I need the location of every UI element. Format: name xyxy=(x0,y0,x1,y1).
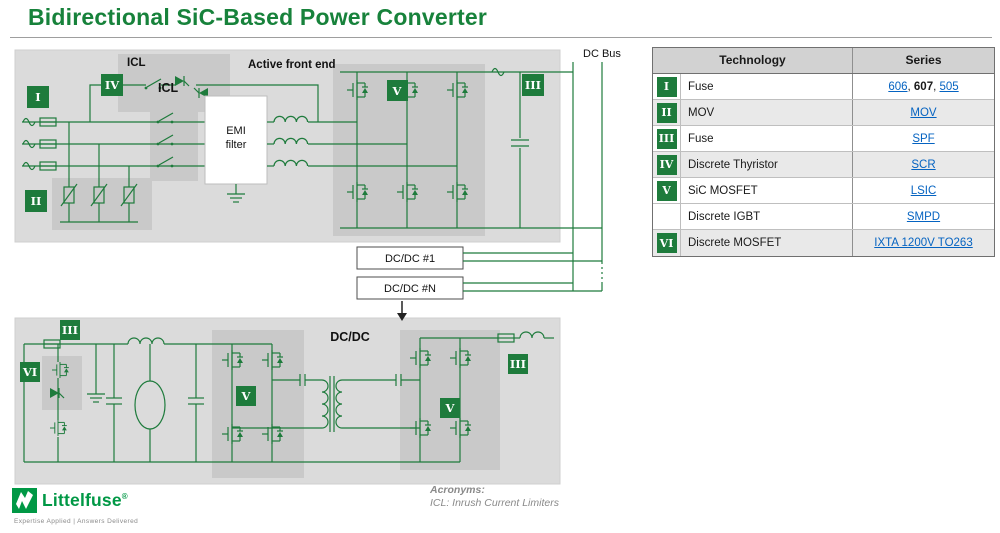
svg-text:III: III xyxy=(525,78,541,92)
dc-bus: DC Bus xyxy=(572,48,621,291)
active-front-end-label: Active front end xyxy=(248,59,336,71)
badge-iii-afe: III xyxy=(522,74,544,96)
table-row: VI Discrete MOSFET IXTA 1200V TO263 xyxy=(653,230,994,256)
icl-thyristor-branch xyxy=(89,75,319,122)
svg-text:III: III xyxy=(510,357,526,371)
table-row: V SiC MOSFET LSIC xyxy=(653,178,994,204)
series-cell: SCR xyxy=(853,152,994,177)
series-cell: SMPD xyxy=(853,204,994,229)
emi-filter-block: EMI filter xyxy=(204,95,268,203)
badge-v-primary: V xyxy=(236,386,256,406)
technology-cell: Discrete MOSFET xyxy=(681,230,853,256)
series-link[interactable]: LSIC xyxy=(910,184,937,197)
technology-cell: Fuse xyxy=(681,74,853,99)
icl-switch-box xyxy=(150,95,198,181)
badge-v-secondary: V xyxy=(440,398,460,418)
series-link[interactable]: 505 xyxy=(939,80,959,93)
badge-i: I xyxy=(27,86,49,108)
acronyms-text: ICL: Inrush Current Limiters xyxy=(430,497,559,510)
badge-ii: II xyxy=(25,190,47,212)
svg-text:V: V xyxy=(392,84,403,98)
svg-text:IV: IV xyxy=(105,78,120,92)
series-text: 607 xyxy=(913,80,934,93)
series-cell: MOV xyxy=(853,100,994,125)
technology-cell: Discrete IGBT xyxy=(681,204,853,229)
tagline: Expertise Applied | Answers Delivered xyxy=(14,518,139,525)
technology-cell: Fuse xyxy=(681,126,853,151)
row-badge: VI xyxy=(656,233,677,253)
dcdc-output-section xyxy=(460,331,554,343)
badge-v-afe: V xyxy=(387,80,408,101)
series-link[interactable]: SCR xyxy=(911,158,936,171)
series-cell: 606, 607, 505 xyxy=(853,74,994,99)
mov-branch xyxy=(60,122,138,223)
series-link[interactable]: 606 xyxy=(888,80,908,93)
series-link[interactable]: IXTA 1200V TO263 xyxy=(874,237,973,249)
series-cell: LSIC xyxy=(853,178,994,203)
title-divider xyxy=(10,37,992,38)
svg-text:I: I xyxy=(35,90,40,104)
transformer xyxy=(232,374,420,432)
registered-mark: ® xyxy=(121,492,128,502)
svg-text:V: V xyxy=(241,389,252,403)
technology-cell: MOV xyxy=(681,100,853,125)
littelfuse-logo: Littelfuse® xyxy=(12,488,128,513)
emi-filter-label-line2: filter xyxy=(226,139,247,151)
svg-text:III: III xyxy=(62,323,78,337)
primary-bridge xyxy=(221,344,284,462)
series-link[interactable]: MOV xyxy=(910,106,937,119)
dc-bus-label: DC Bus xyxy=(583,48,621,60)
afe-bridge-box xyxy=(333,64,485,236)
dcdc-1-label: DC/DC #1 xyxy=(385,253,435,265)
series-cell: IXTA 1200V TO263 xyxy=(853,230,994,256)
column-header-technology: Technology xyxy=(653,48,853,73)
row-badge: V xyxy=(656,180,677,201)
three-phase-input xyxy=(22,117,207,171)
primary-bridge-box xyxy=(212,330,304,478)
row-badge: III xyxy=(656,128,677,149)
table-row: Discrete IGBT SMPD xyxy=(653,204,994,230)
technology-cell: SiC MOSFET xyxy=(681,178,853,203)
badge-iii-dcdc-right: III xyxy=(508,354,528,374)
technology-table: Technology Series I Fuse 606, 607, 505 I… xyxy=(652,47,995,257)
svg-text:II: II xyxy=(31,194,42,208)
dcdc-section-title: DC/DC xyxy=(330,330,370,344)
row-badge: I xyxy=(656,76,677,97)
row-badge: IV xyxy=(656,154,677,175)
svg-text:VI: VI xyxy=(22,365,37,379)
dcdc-n-label: DC/DC #N xyxy=(384,283,436,295)
littelfuse-logo-icon xyxy=(12,488,37,513)
table-row: II MOV MOV xyxy=(653,100,994,126)
badge-iv: IV xyxy=(101,74,123,96)
technology-cell: Discrete Thyristor xyxy=(681,152,853,177)
page-title: Bidirectional SiC-Based Power Converter xyxy=(28,4,487,30)
series-separator: , xyxy=(933,80,940,93)
series-link[interactable]: SPF xyxy=(912,132,935,145)
icl-label-top: ICL xyxy=(127,57,146,69)
table-row: III Fuse SPF xyxy=(653,126,994,152)
dc-link-capacitor xyxy=(491,67,529,228)
column-header-series: Series xyxy=(905,53,942,67)
table-row: IV Discrete Thyristor SCR xyxy=(653,152,994,178)
logo-wordmark: Littelfuse® xyxy=(42,490,128,510)
acronyms-label: Acronyms: xyxy=(430,484,485,496)
discrete-mosfet-box xyxy=(42,356,82,410)
acronyms-note: Acronyms: ICL: Inrush Current Limiters xyxy=(430,484,559,510)
dcdc-n-box: DC/DC #N xyxy=(356,276,602,300)
series-separator: , xyxy=(907,80,914,93)
series-cell: SPF xyxy=(853,126,994,151)
table-row: I Fuse 606, 607, 505 xyxy=(653,74,994,100)
svg-text:V: V xyxy=(445,401,456,415)
table-header: Technology Series xyxy=(653,48,994,74)
row-badge: II xyxy=(656,102,677,123)
series-link[interactable]: SMPD xyxy=(906,210,941,223)
badge-iii-dcdc-left: III xyxy=(60,320,80,340)
dcdc-1-box: DC/DC #1 xyxy=(356,246,602,270)
down-arrow-icon xyxy=(397,301,407,321)
icl-label-mid: ICL xyxy=(158,81,179,95)
emi-filter-label-line1: EMI xyxy=(226,125,246,137)
badge-vi: VI xyxy=(20,362,40,382)
